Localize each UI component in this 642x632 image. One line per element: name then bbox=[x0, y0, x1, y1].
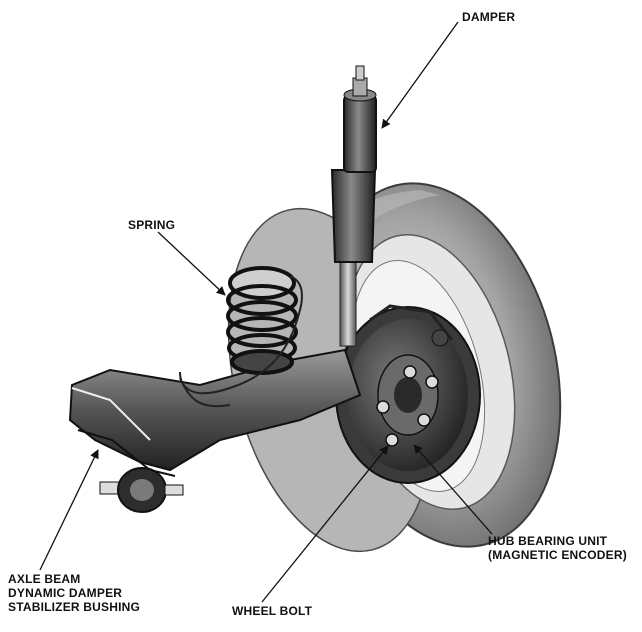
bolt-leader bbox=[261, 445, 389, 603]
hub-bearing-unit bbox=[335, 304, 481, 484]
stabilizer-bushing bbox=[99, 467, 184, 513]
coil-spring bbox=[226, 266, 298, 375]
wheel-bolts bbox=[376, 365, 439, 447]
hub-leader bbox=[413, 444, 493, 535]
axle-leader bbox=[39, 449, 99, 571]
wheel-bolt bbox=[376, 400, 390, 414]
wheel-bolt-label: WHEEL BOLT bbox=[232, 604, 312, 618]
wheel-bolt-label-text: WHEEL BOLT bbox=[232, 604, 313, 618]
wheel-bolt bbox=[403, 365, 417, 379]
wheel-bolt bbox=[417, 413, 431, 427]
damper-leader bbox=[381, 21, 459, 129]
damper-label: DAMPER bbox=[462, 10, 515, 24]
hub-bearing-label: HUB BEARING UNIT (MAGNETIC ENCODER) bbox=[488, 534, 627, 562]
hub-bearing-label-line1: HUB BEARING UNIT bbox=[488, 534, 608, 548]
axle-beam bbox=[68, 348, 362, 477]
axle-beam-label-line2: DYNAMIC DAMPER bbox=[8, 586, 123, 600]
spring-label: SPRING bbox=[128, 218, 175, 232]
leader-lines bbox=[39, 21, 493, 603]
shock-damper bbox=[330, 65, 377, 347]
axle-beam-label-line3: STABILIZER BUSHING bbox=[8, 600, 141, 614]
damper-label-text: DAMPER bbox=[462, 10, 516, 24]
wheel-bolt bbox=[385, 433, 399, 447]
brake-hose bbox=[179, 275, 303, 395]
axle-beam-label-line1: AXLE BEAM bbox=[8, 572, 81, 586]
hub-bearing-label-line2: (MAGNETIC ENCODER) bbox=[488, 548, 627, 562]
spring-leader bbox=[157, 231, 226, 296]
spring-label-text: SPRING bbox=[128, 218, 176, 232]
axle-beam-label: AXLE BEAM DYNAMIC DAMPER STABILIZER BUSH… bbox=[8, 572, 140, 614]
wheel-bolt bbox=[425, 375, 439, 389]
